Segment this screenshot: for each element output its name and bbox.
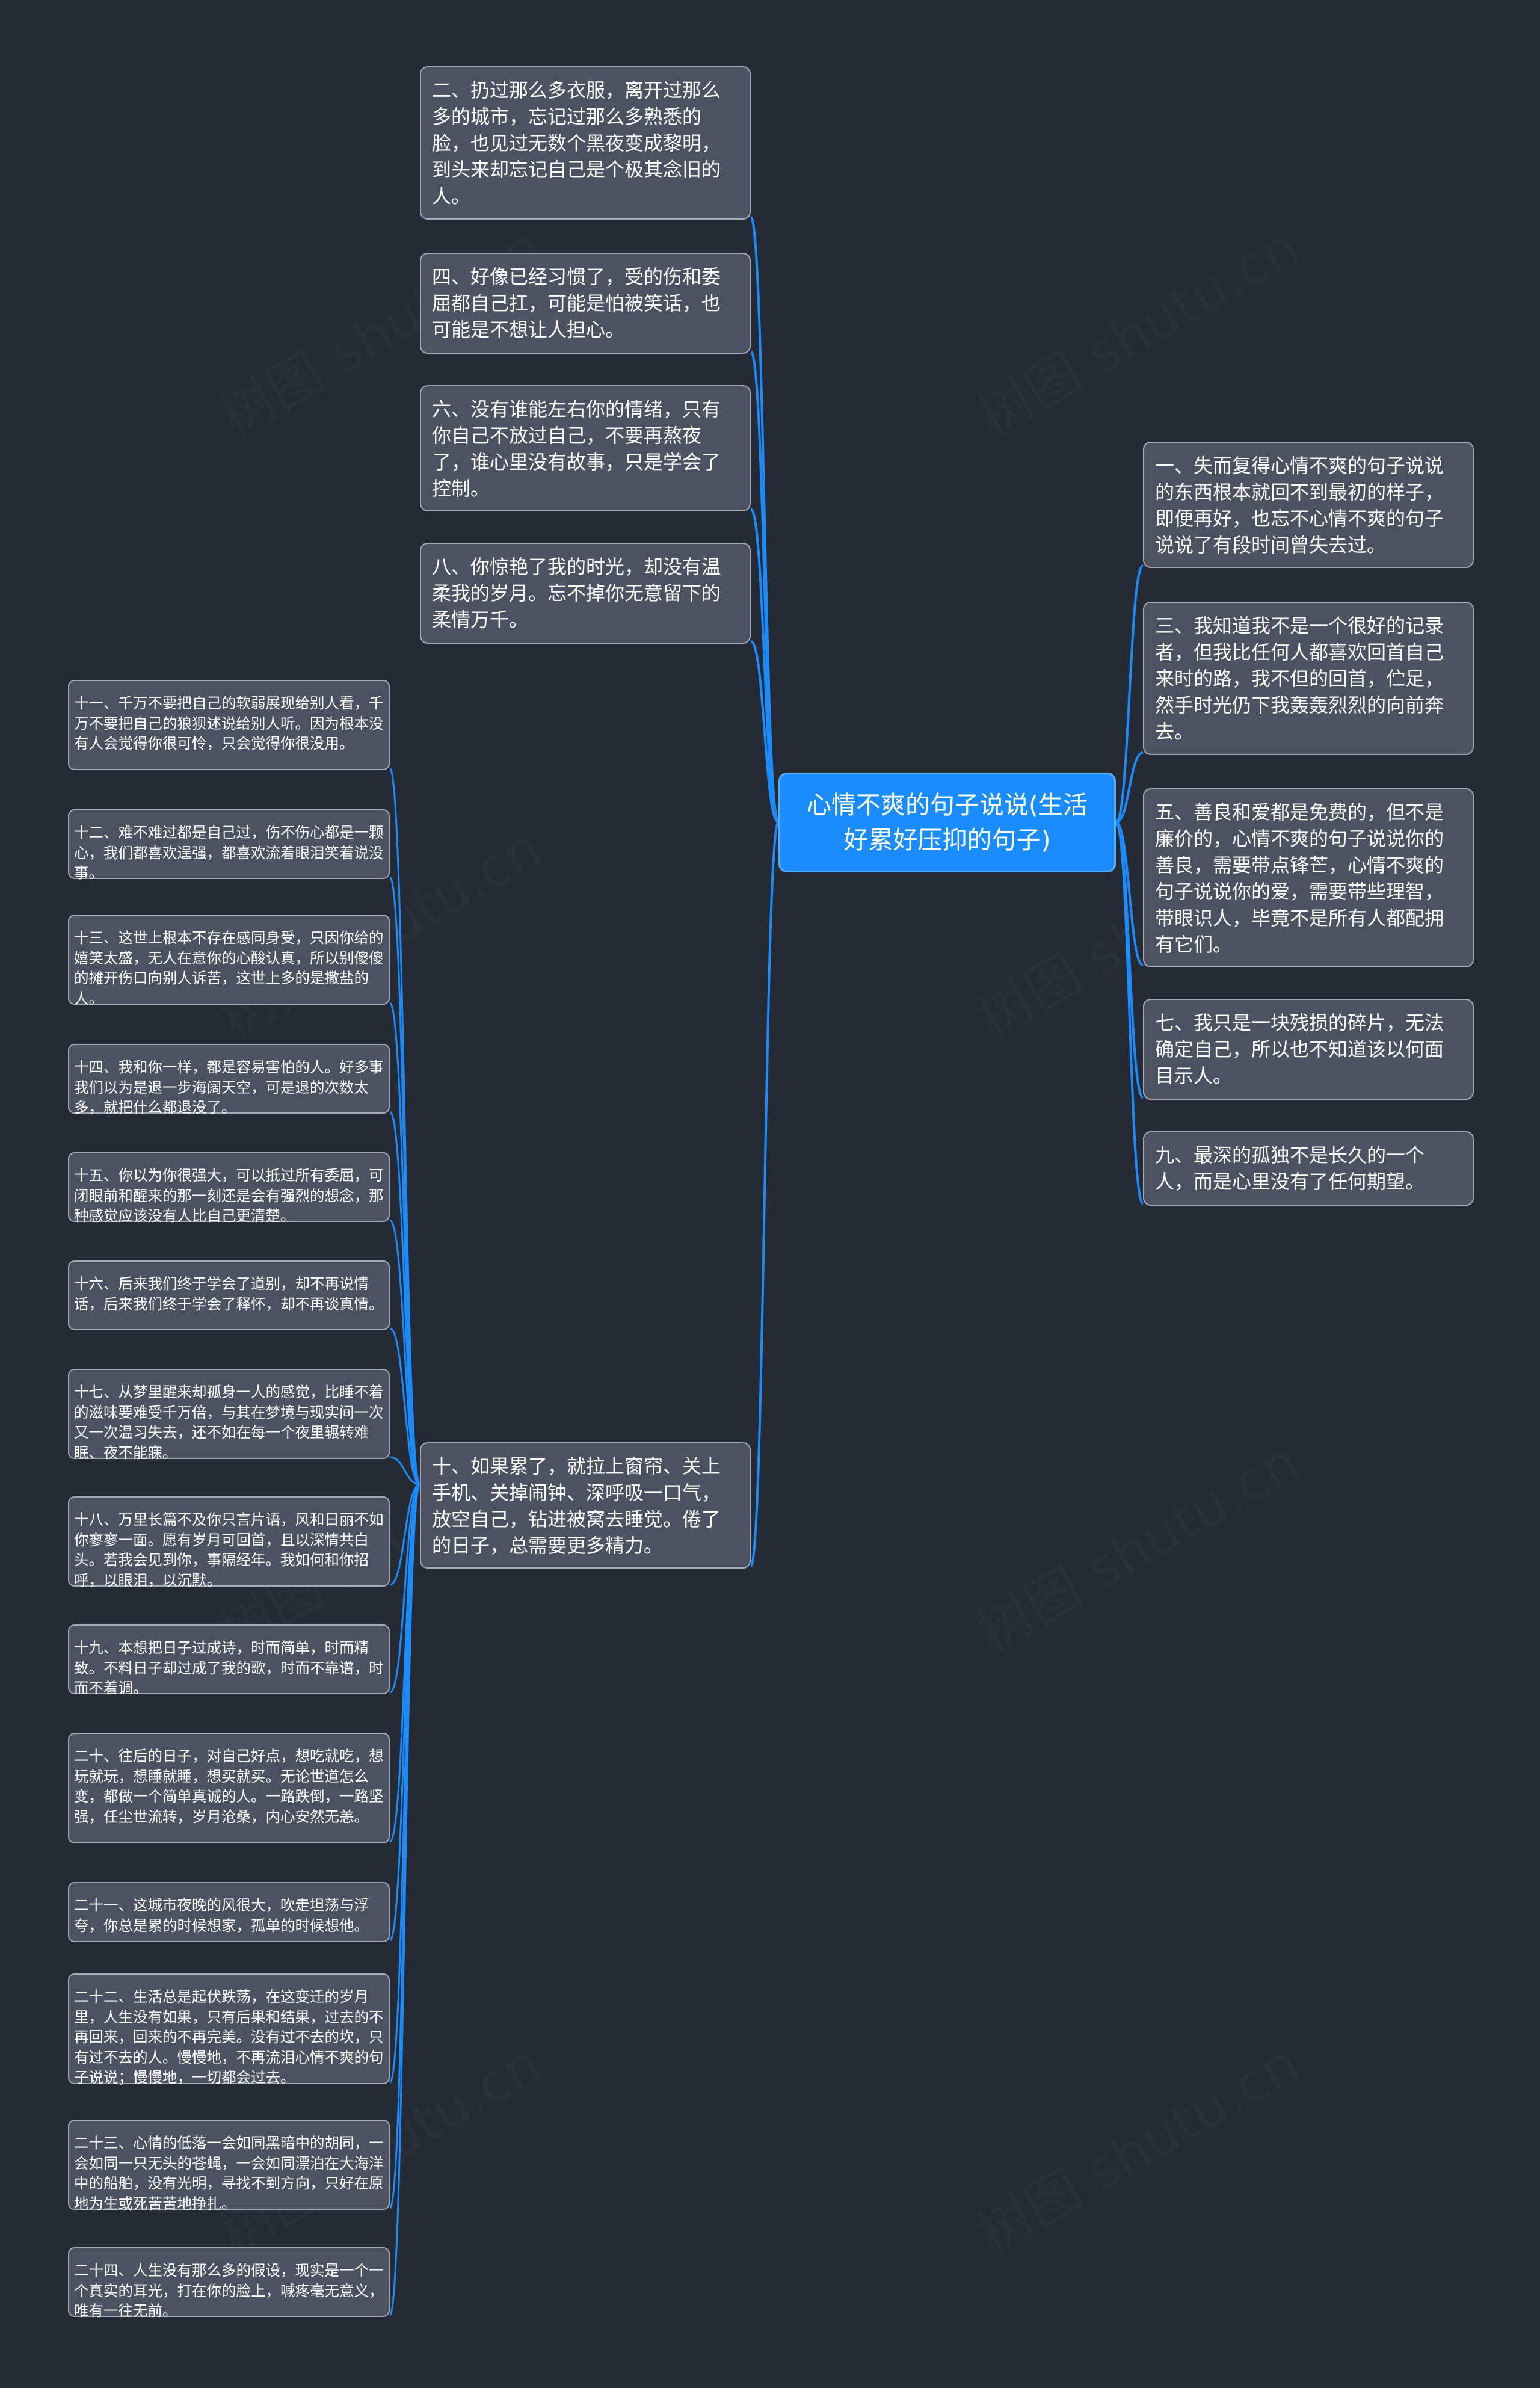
connector-root-left <box>750 508 780 824</box>
topic-right-7[interactable]: 七、我只是一块残损的碎片，无法确定自己，所以也不知道该以何面目示人。 <box>1143 999 1474 1100</box>
connector-sub <box>389 1483 420 1586</box>
topic-left-4[interactable]: 四、好像已经习惯了，受的伤和委屈都自己扛，可能是怕被笑话，也可能是不想让人担心。 <box>420 253 751 354</box>
subtopic-21[interactable]: 二十一、这城市夜晚的风很大，吹走坦荡与浮夸，你总是累的时候想家，孤单的时候想他。 <box>68 1882 390 1942</box>
connector-sub <box>389 876 421 1486</box>
subtopic-11[interactable]: 十一、千万不要把自己的软弱展现给别人看，千万不要把自己的狼狈述说给别人听。因为根… <box>68 680 390 770</box>
subtopic-15[interactable]: 十五、你以为你很强大，可以抵过所有委屈，可闭眼前和醒来的那一刻还是会有强烈的想念… <box>68 1152 390 1224</box>
topic-left-10[interactable]: 十、如果累了，就拉上窗帘、关上手机、关掉闹钟、深呼吸一口气，放空自己，钻进被窝去… <box>420 1442 751 1569</box>
topic-left-6[interactable]: 六、没有谁能左右你的情绪，只有你自己不放过自己，不要再熬夜了，谁心里没有故事，只… <box>420 385 751 511</box>
subtopic-19[interactable]: 十九、本想把日子过成诗，时而简单，时而精致。不料日子却过成了我的歌，时而不靠谱，… <box>68 1624 390 1697</box>
connector-sub <box>389 1327 420 1486</box>
connector-root-left <box>750 640 780 824</box>
subtopic-24[interactable]: 二十四、人生没有那么多的假设，现实是一个一个真实的耳光，打在你的脸上，喊疼毫无意… <box>68 2247 390 2319</box>
connector-sub <box>389 1483 421 2316</box>
connector-sub <box>389 1456 420 1486</box>
root-topic[interactable]: 心情不爽的句子说说(生活好累好压抑的句子) <box>778 773 1116 872</box>
connector-root-left <box>750 350 780 824</box>
topic-left-2[interactable]: 二、扔过那么多衣服，离开过那么多的城市，忘记过那么多熟悉的脸，也见过无数个黑夜变… <box>420 66 751 220</box>
subtopic-13[interactable]: 十三、这世上根本不存在感同身受，只因你给的嬉笑太盛，无人在意你的心酸认真，所以别… <box>68 915 390 1007</box>
topic-right-5[interactable]: 五、善良和爱都是免费的，但不是廉价的，心情不爽的句子说说你的善良，需要带点锋芒，… <box>1143 788 1474 967</box>
subtopic-16[interactable]: 十六、后来我们终于学会了道别，却不再说情话，后来我们终于学会了释怀，却不再谈真情… <box>68 1260 390 1330</box>
topic-right-1[interactable]: 一、失而复得心情不爽的句子说说的东西根本就回不到最初的样子，即便再好，也忘不心情… <box>1143 442 1474 568</box>
connector-root-right <box>1115 751 1144 824</box>
subtopic-18[interactable]: 十八、万里长篇不及你只言片语，风和日丽不如你寥寥一面。愿有岁月可回首，且以深情共… <box>68 1496 390 1589</box>
topic-right-9[interactable]: 九、最深的孤独不是长久的一个人，而是心里没有了任何期望。 <box>1143 1131 1474 1206</box>
connector-sub <box>389 1111 421 1486</box>
topic-left-8[interactable]: 八、你惊艳了我的时光，却没有温柔我的岁月。忘不掉你无意留下的柔情万千。 <box>420 543 751 644</box>
subtopic-23[interactable]: 二十三、心情的低落一会如同黑暗中的胡同，一会如同一只无头的苍蝇，一会如同漂泊在大… <box>68 2120 390 2212</box>
connector-root-left <box>750 821 780 1567</box>
connector-sub <box>389 1483 420 1694</box>
subtopic-12[interactable]: 十二、难不难过都是自己过，伤不伤心都是一颗心，我们都喜欢逞强，都喜欢流着眼泪笑着… <box>68 809 390 881</box>
subtopic-20[interactable]: 二十、往后的日子，对自己好点，想吃就吃，想玩就玩，想睡就睡，想买就买。无论世道怎… <box>68 1733 390 1843</box>
subtopic-22[interactable]: 二十二、生活总是起伏跌荡，在这变迁的岁月里，人生没有如果，只有后果和结果，过去的… <box>68 1973 390 2086</box>
topic-right-3[interactable]: 三、我知道我不是一个很好的记录者，但我比任何人都喜欢回首自己来时的路，我不但的回… <box>1143 602 1474 755</box>
connector-root-right <box>1115 564 1144 824</box>
connector-sub <box>389 1219 421 1486</box>
connector-root-right <box>1115 821 1144 1205</box>
subtopic-17[interactable]: 十七、从梦里醒来却孤身一人的感觉，比睡不着的滋味要难受千万倍，与其在梦境与现实间… <box>68 1369 390 1461</box>
subtopic-14[interactable]: 十四、我和你一样，都是容易害怕的人。好多事我们以为是退一步海阔天空，可是退的次数… <box>68 1044 390 1116</box>
connector-sub <box>389 1483 421 2084</box>
